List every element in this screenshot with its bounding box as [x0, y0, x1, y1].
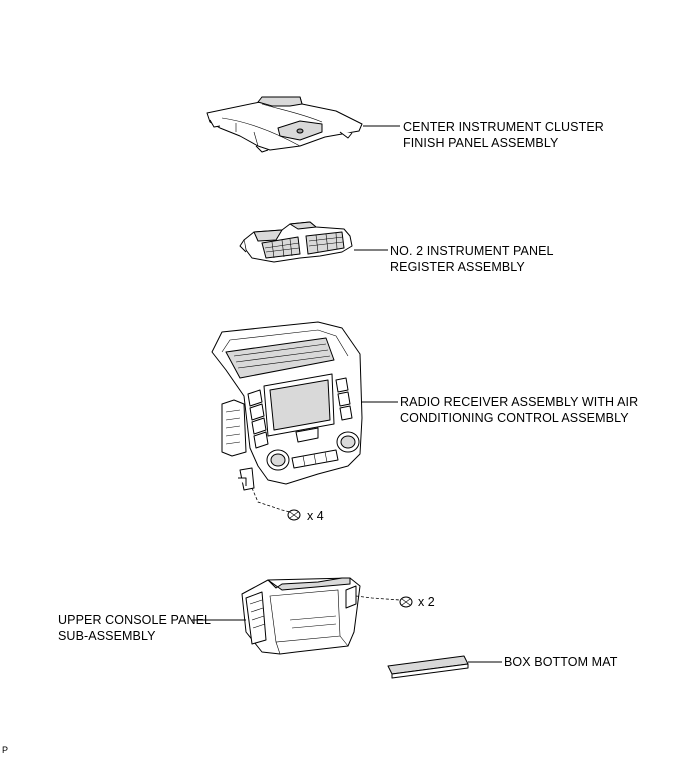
screw-x4-icon	[287, 509, 301, 521]
label-line-2: FINISH PANEL ASSEMBLY	[403, 136, 559, 150]
label-line-2: CONDITIONING CONTROL ASSEMBLY	[400, 411, 629, 425]
quantity-screw-x2: x 2	[418, 595, 435, 609]
label-radio-receiver-assembly: RADIO RECEIVER ASSEMBLY WITH AIR CONDITI…	[400, 394, 638, 426]
label-line-2: REGISTER ASSEMBLY	[390, 260, 525, 274]
footer-code: P	[2, 745, 9, 755]
center-cluster-finish-panel-illustration	[206, 96, 363, 153]
label-center-cluster-finish-panel: CENTER INSTRUMENT CLUSTER FINISH PANEL A…	[403, 119, 604, 151]
register-assembly-illustration	[239, 221, 353, 263]
label-box-bottom-mat: BOX BOTTOM MAT	[504, 654, 617, 670]
box-bottom-mat-illustration	[387, 655, 469, 679]
radio-receiver-illustration	[211, 321, 363, 491]
label-line-1: NO. 2 INSTRUMENT PANEL	[390, 244, 554, 258]
label-line-1: UPPER CONSOLE PANEL	[58, 613, 212, 627]
label-line-1: CENTER INSTRUMENT CLUSTER	[403, 120, 604, 134]
label-register-assembly: NO. 2 INSTRUMENT PANEL REGISTER ASSEMBLY	[390, 243, 554, 275]
dashed-line-screw-x2	[355, 595, 401, 601]
screw-x2-icon	[399, 596, 413, 608]
label-upper-console-panel: UPPER CONSOLE PANEL SUB-ASSEMBLY	[58, 612, 211, 644]
quantity-screw-x4: x 4	[307, 509, 324, 523]
label-line-1: BOX BOTTOM MAT	[504, 655, 618, 669]
dashed-line-screw-x4	[251, 487, 291, 513]
label-line-2: SUB-ASSEMBLY	[58, 629, 156, 643]
label-line-1: RADIO RECEIVER ASSEMBLY WITH AIR	[400, 395, 639, 409]
upper-console-panel-illustration	[241, 577, 361, 655]
